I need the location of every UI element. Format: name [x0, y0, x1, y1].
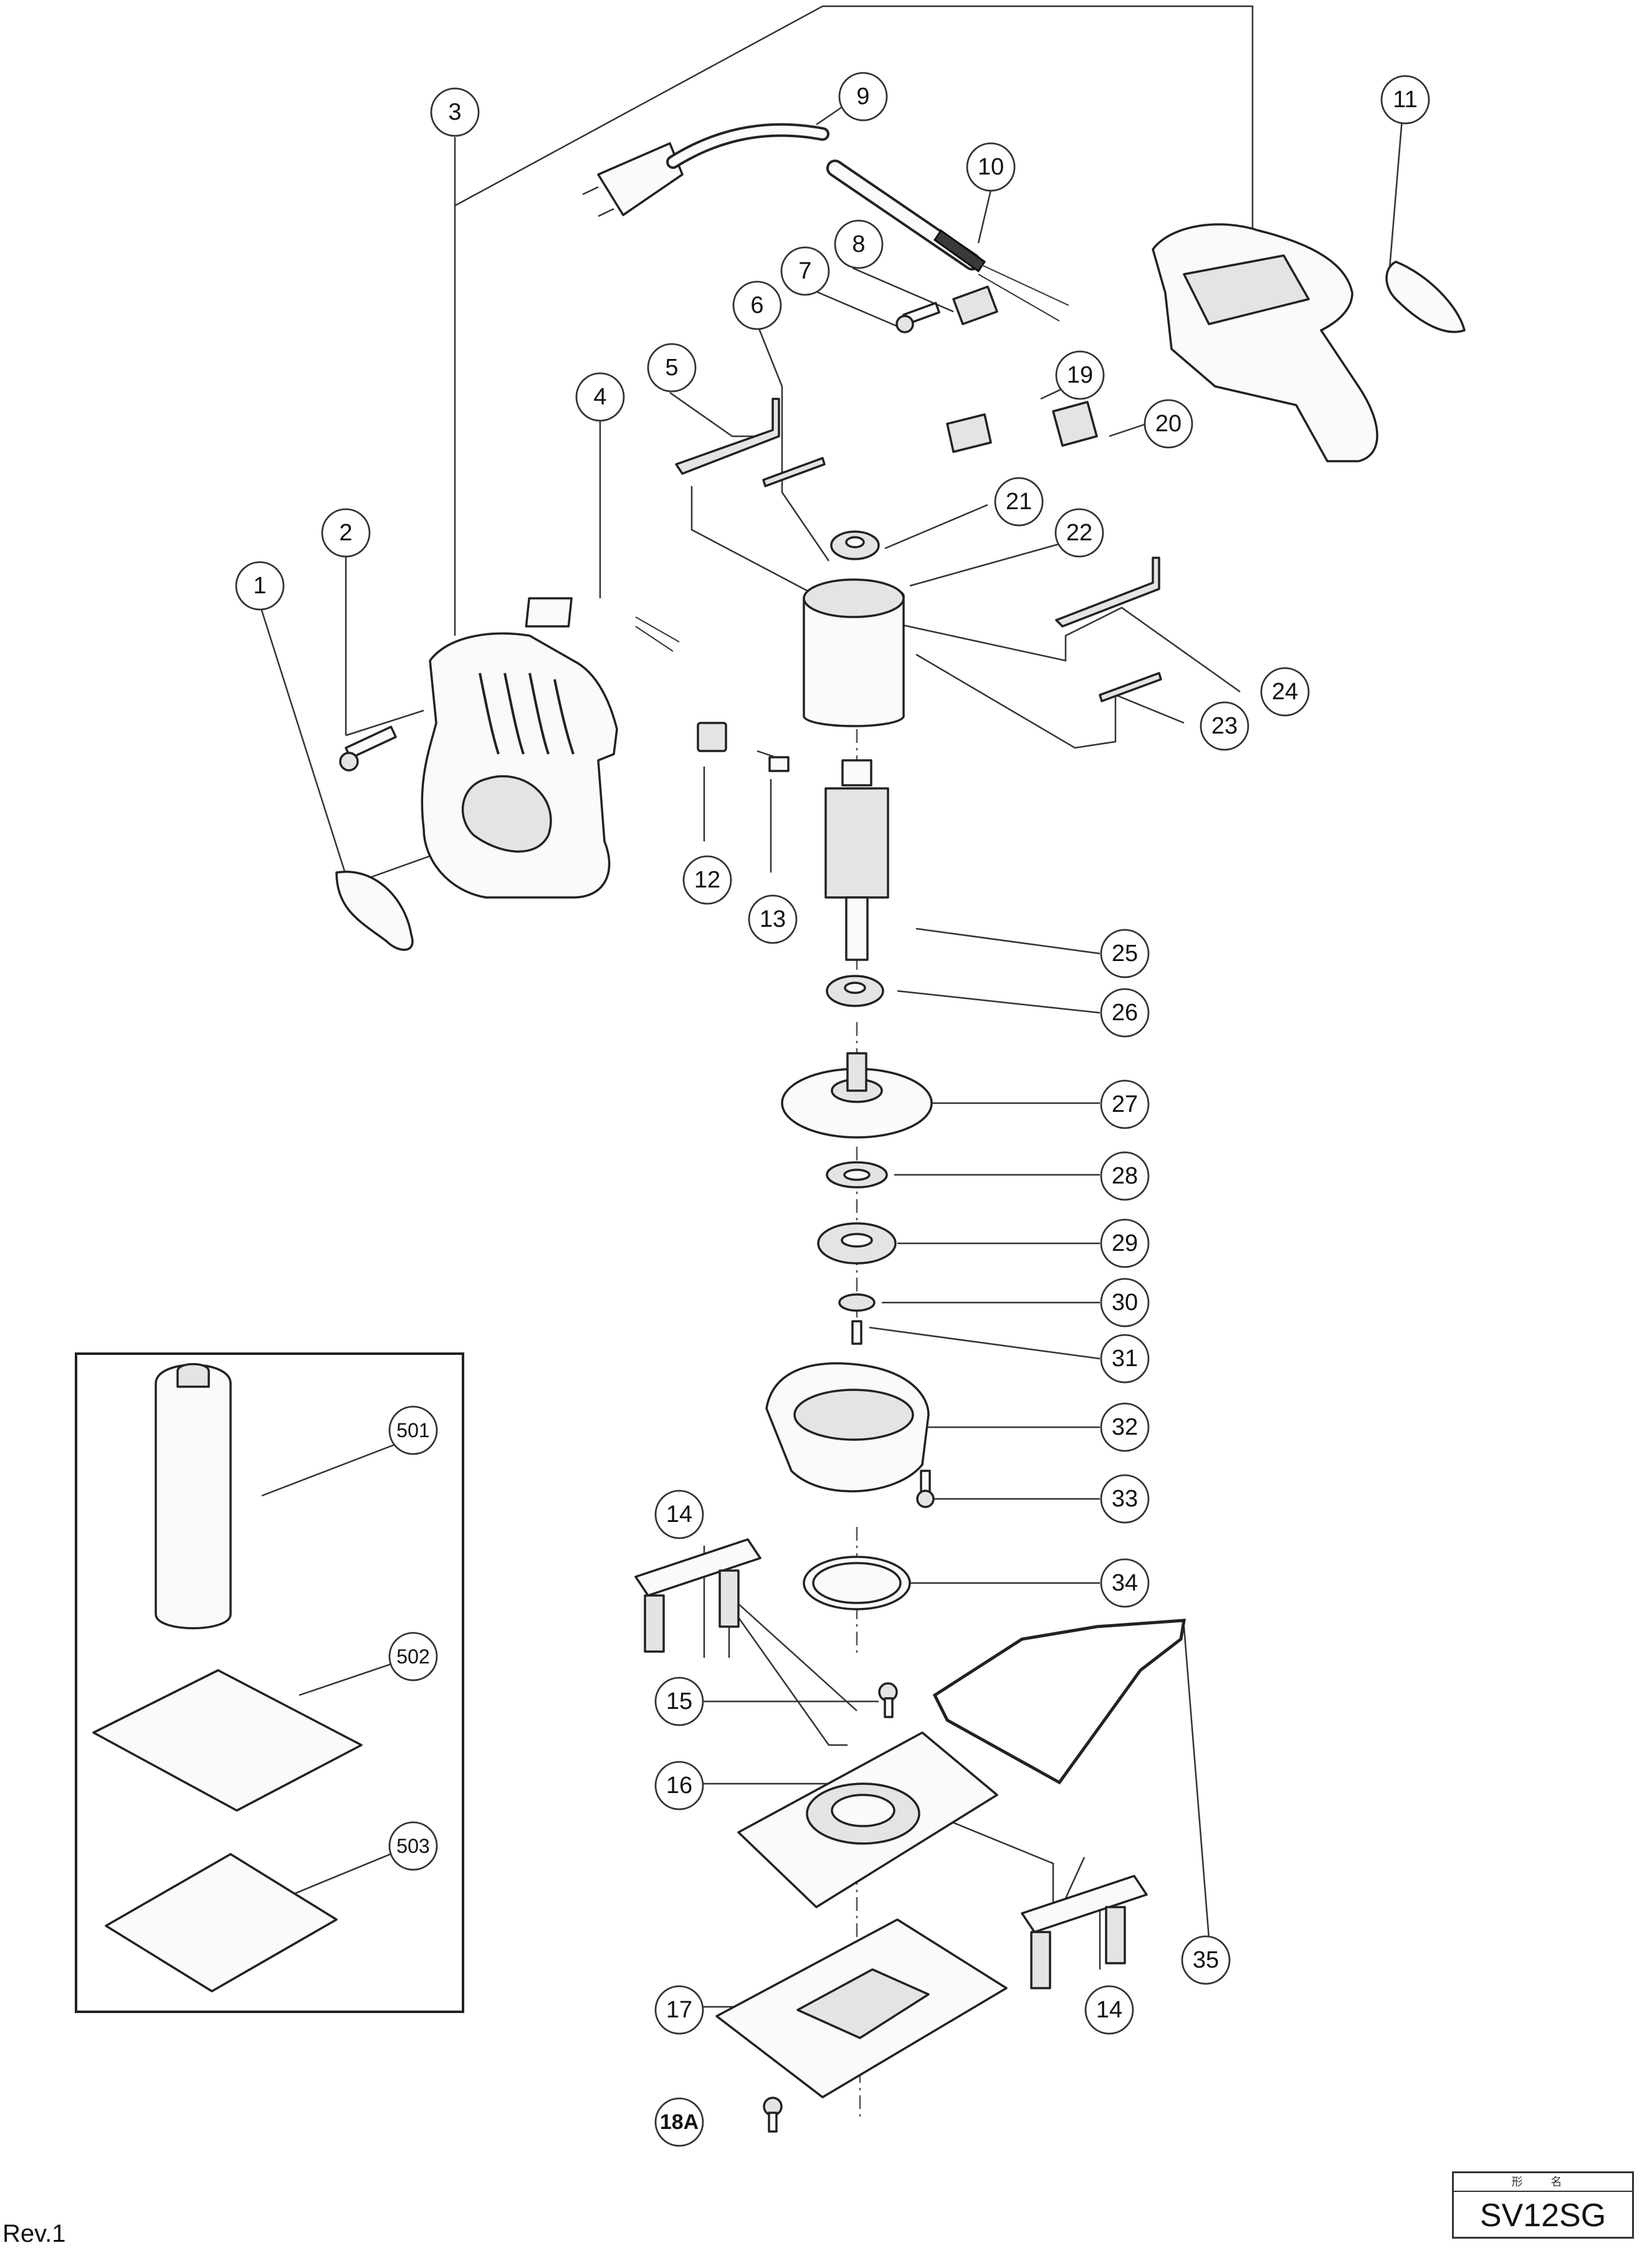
callout-1: 1: [235, 561, 285, 611]
callout-label: 1: [253, 573, 266, 599]
svg-text:503: 503: [396, 1835, 429, 1857]
svg-text:9: 9: [856, 84, 869, 110]
callout-11: 11: [1380, 75, 1430, 125]
svg-text:22: 22: [1066, 520, 1092, 546]
callout-19: 19: [1055, 350, 1105, 400]
svg-text:24: 24: [1272, 679, 1298, 705]
svg-text:19: 19: [1067, 362, 1093, 388]
svg-text:27: 27: [1112, 1091, 1138, 1117]
housing-bracket-lines: [454, 5, 1254, 636]
callout-7: 7: [780, 246, 830, 296]
callout-6: 6: [732, 280, 782, 330]
callout-28: 28: [1100, 1151, 1150, 1201]
svg-text:23: 23: [1211, 713, 1238, 739]
callout-13: 13: [748, 894, 798, 944]
callout-20: 20: [1144, 399, 1193, 449]
svg-text:15: 15: [666, 1688, 692, 1715]
svg-text:3: 3: [448, 99, 461, 125]
svg-text:14: 14: [666, 1501, 692, 1528]
callout-17: 17: [654, 1985, 704, 2035]
svg-text:21: 21: [1006, 489, 1032, 515]
callout-21: 21: [994, 477, 1044, 527]
callout-35: 35: [1181, 1935, 1231, 1985]
callout-10: 10: [966, 142, 1016, 192]
callout-5: 5: [647, 343, 697, 393]
svg-text:25: 25: [1112, 940, 1138, 967]
model-header: 形 名: [1454, 2173, 1632, 2192]
callout-24: 24: [1260, 667, 1310, 717]
svg-text:501: 501: [396, 1419, 429, 1442]
callout-14a: 14: [654, 1490, 704, 1539]
callout-4: 4: [575, 372, 625, 422]
part-drawings: [92, 123, 1466, 2133]
part-callouts: 1 2 3 4 5 6 7 8 9 10 11 12 13 14 14 15 1…: [235, 72, 1430, 2147]
svg-text:34: 34: [1112, 1570, 1138, 1596]
svg-text:31: 31: [1112, 1346, 1138, 1372]
callout-34: 34: [1100, 1558, 1150, 1608]
callout-12: 12: [682, 855, 732, 905]
svg-text:4: 4: [593, 384, 606, 410]
callout-32: 32: [1100, 1402, 1150, 1452]
callout-16: 16: [654, 1761, 704, 1811]
model-name: SV12SG: [1479, 2198, 1607, 2234]
svg-text:8: 8: [852, 231, 865, 257]
svg-text:35: 35: [1193, 1947, 1219, 1973]
svg-text:14: 14: [1096, 1997, 1122, 2023]
accessories-box: [75, 1352, 464, 2013]
callout-18A: 18A: [654, 2097, 704, 2147]
callout-27: 27: [1100, 1079, 1150, 1129]
svg-text:30: 30: [1112, 1289, 1138, 1316]
callout-8: 8: [834, 219, 884, 269]
callout-33: 33: [1100, 1474, 1150, 1524]
svg-text:10: 10: [978, 154, 1004, 180]
callout-2: 2: [321, 508, 371, 558]
callout-501: 501: [388, 1405, 438, 1455]
svg-text:18A: 18A: [660, 2110, 699, 2134]
callout-9: 9: [838, 72, 888, 122]
svg-text:2: 2: [339, 520, 352, 546]
callout-3: 3: [430, 87, 480, 137]
callout-23: 23: [1200, 701, 1249, 751]
model-box: 形 名 SV12SG: [1452, 2171, 1634, 2239]
svg-text:11: 11: [1393, 87, 1417, 113]
svg-text:12: 12: [694, 867, 720, 893]
svg-text:16: 16: [666, 1772, 692, 1799]
svg-text:32: 32: [1112, 1414, 1138, 1440]
callout-22: 22: [1054, 508, 1104, 558]
callout-31: 31: [1100, 1334, 1150, 1384]
svg-text:20: 20: [1155, 411, 1182, 437]
callout-26: 26: [1100, 988, 1150, 1038]
revision-label: Rev.1: [2, 2220, 66, 2247]
svg-text:33: 33: [1112, 1486, 1138, 1512]
svg-text:502: 502: [396, 1645, 429, 1668]
svg-text:5: 5: [665, 355, 678, 381]
svg-text:17: 17: [666, 1997, 692, 2023]
callout-503: 503: [388, 1821, 438, 1871]
callout-502: 502: [388, 1632, 438, 1681]
svg-text:6: 6: [750, 292, 763, 318]
callout-25: 25: [1100, 929, 1150, 978]
callout-15: 15: [654, 1677, 704, 1726]
callout-14b: 14: [1084, 1985, 1134, 2035]
leader-lines: [259, 93, 1403, 2008]
svg-text:28: 28: [1112, 1163, 1138, 1189]
callout-30: 30: [1100, 1278, 1150, 1327]
svg-text:7: 7: [798, 258, 811, 284]
callout-29: 29: [1100, 1218, 1150, 1268]
svg-text:26: 26: [1112, 1000, 1138, 1026]
svg-text:13: 13: [760, 906, 786, 932]
svg-text:29: 29: [1112, 1230, 1138, 1256]
